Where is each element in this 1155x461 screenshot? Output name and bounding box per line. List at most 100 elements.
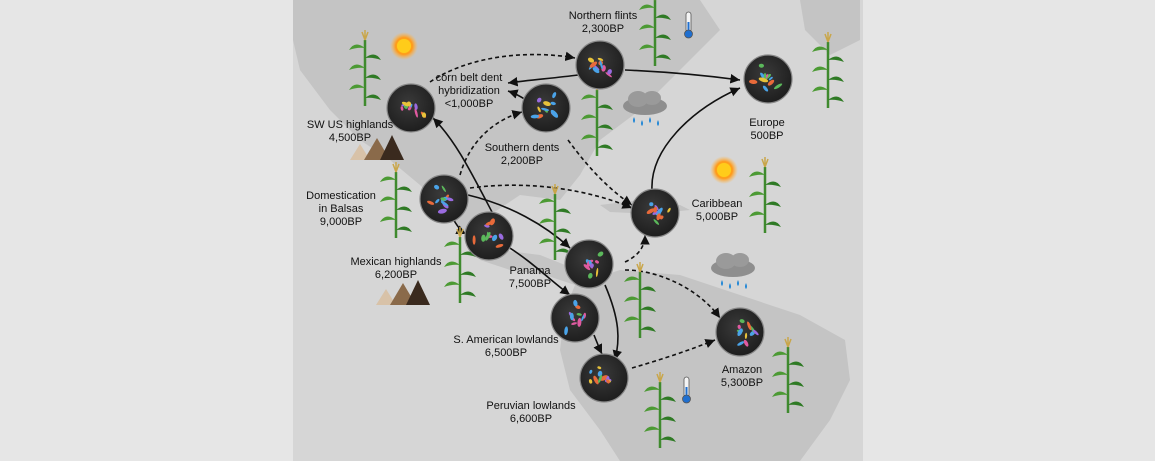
site-date: 5,000BP (695, 211, 739, 223)
site-date: 9,000BP (319, 216, 363, 228)
microbe (595, 260, 599, 264)
microbiome-node-europe (743, 54, 793, 104)
microbe (597, 251, 604, 257)
site-name: Europe (749, 117, 785, 129)
microbe (597, 57, 604, 61)
microbe (667, 207, 671, 213)
arrow-nflints-to-europe (624, 69, 741, 84)
microbe (588, 379, 593, 384)
label-mexhigh: Mexican highlands 6,200BP (350, 256, 441, 282)
label-amazon: Amazon 5,300BP (721, 364, 763, 390)
microbe (744, 332, 748, 339)
microbiome-node-nflints (575, 40, 625, 90)
microbe (592, 67, 600, 74)
arrow-panama-to-peru (604, 284, 622, 361)
maize-plants (349, 0, 844, 448)
label-balsas: Domestication in Balsas 9,000BP (306, 190, 376, 229)
microbiome-node-caribbean (630, 188, 680, 238)
arrow-mexhigh-to-samlow (504, 244, 571, 296)
greenland-landmass (800, 0, 860, 55)
microbe (739, 319, 745, 324)
sun-icon (710, 156, 738, 184)
microbe (437, 208, 447, 214)
microbe (747, 321, 752, 331)
microbiome-node-mexhigh (464, 211, 514, 261)
microbe (481, 234, 486, 242)
microbe (606, 379, 610, 384)
microbe (589, 369, 593, 374)
label-cbd: corn belt dent hybridization <1,000BP (436, 72, 503, 111)
dispersal-arrows (429, 51, 741, 369)
microbe (552, 92, 557, 99)
microbe (588, 272, 593, 279)
microbe (653, 219, 660, 225)
mountains-icon (376, 280, 430, 305)
microbiome-node-sdents (521, 83, 571, 133)
thermometer-icon (682, 376, 691, 404)
site-name: Domestication (306, 190, 376, 202)
microbiome-node-balsas (419, 174, 469, 224)
microbe (550, 109, 559, 118)
site-name: Panama (509, 265, 551, 277)
microbe (434, 184, 440, 190)
microbe (737, 341, 745, 346)
microbe (749, 79, 758, 85)
microbe (762, 85, 769, 92)
site-date: 6,200BP (374, 269, 418, 281)
microbe (605, 72, 612, 78)
site-name: Peruvian lowlands (486, 400, 576, 412)
microbe (491, 234, 498, 242)
site-date: 2,300BP (581, 23, 625, 35)
microbiome-node-peru (579, 353, 629, 403)
label-sdents: Southern dents 2,200BP (485, 142, 560, 168)
site-date: 5,300BP (720, 377, 764, 389)
arrow-nflints-to-cbd (507, 74, 579, 87)
microbe (589, 263, 594, 269)
label-peru: Peruvian lowlands 6,600BP (486, 400, 575, 426)
microbe (595, 267, 599, 277)
thermometer-icon (684, 11, 693, 39)
microbe (446, 197, 454, 202)
microbe (530, 114, 540, 119)
site-name: SW US highlands (306, 119, 394, 131)
site-date: 7,500BP (508, 278, 552, 290)
microbe (440, 197, 446, 201)
microbe (598, 374, 603, 383)
microbe (569, 312, 574, 321)
microbe (571, 322, 578, 325)
microbe (758, 77, 769, 83)
microbe (407, 106, 412, 111)
microbe (573, 299, 578, 307)
microbe (763, 72, 767, 80)
site-date: <1,000BP (444, 98, 494, 110)
microbe (646, 208, 655, 214)
label-swus: SW US highlands 4,500BP (307, 119, 393, 145)
label-panama: Panama 7,500BP (509, 265, 551, 291)
microbiome-node-samlow (550, 293, 600, 343)
site-name: S. American lowlands (453, 334, 559, 346)
microbe (485, 221, 493, 226)
arrow-caribbean-to-europe (651, 87, 741, 191)
arrow-balsas-to-sdents (459, 110, 523, 176)
site-name-2: hybridization (438, 85, 500, 97)
microbe (737, 324, 741, 329)
microbe (599, 375, 609, 381)
mountains-icon (350, 135, 404, 160)
microbe (758, 63, 764, 68)
raincloud-icon (623, 91, 667, 126)
microbe (543, 101, 551, 107)
microbe (589, 61, 598, 68)
microbe (653, 206, 658, 213)
site-date: 6,500BP (484, 347, 528, 359)
arrow-panama-to-amazon (624, 269, 721, 319)
label-nflints: Northern flints 2,300BP (569, 10, 637, 36)
maize-plant-icon (624, 262, 656, 338)
microbe (401, 101, 410, 107)
site-name: Northern flints (568, 10, 638, 22)
maize-plant-icon (539, 184, 571, 260)
microbe (743, 339, 749, 347)
arrow-swus-to-nflints (429, 51, 576, 83)
maize-plant-icon (349, 30, 381, 106)
arrow-peru-to-amazon (631, 339, 716, 369)
